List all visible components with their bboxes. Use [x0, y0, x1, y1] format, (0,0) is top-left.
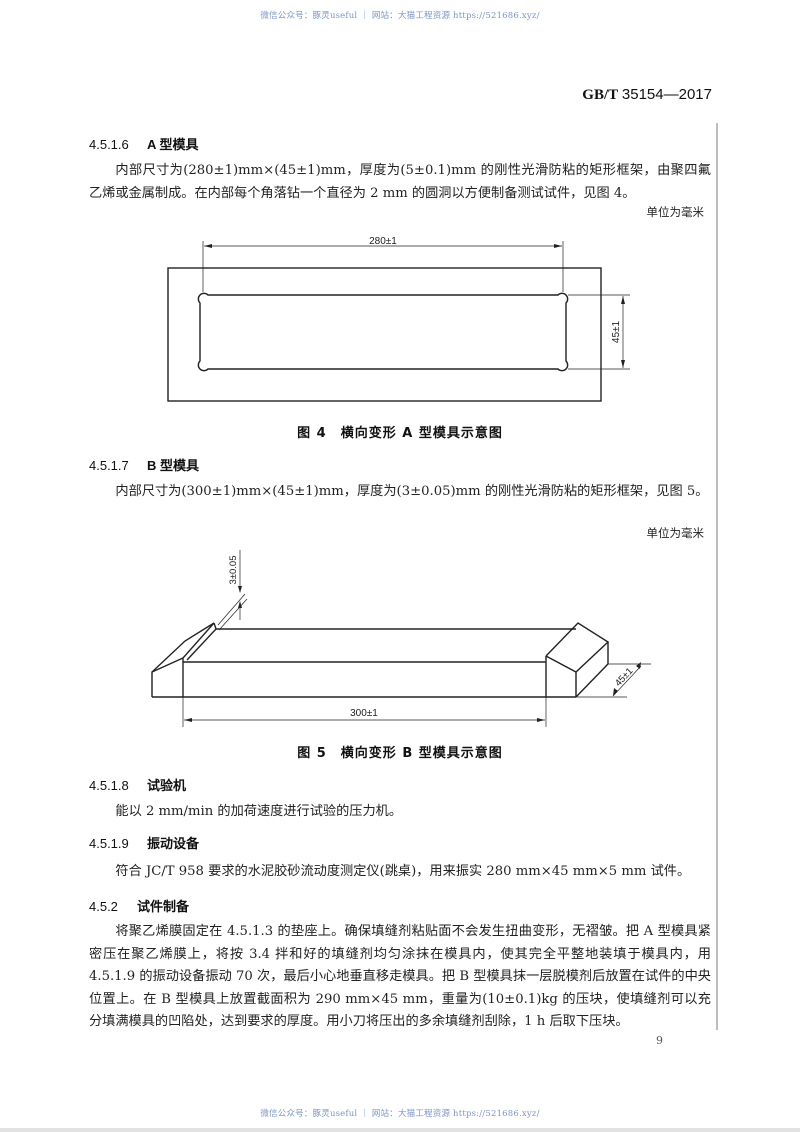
section-number: 4.5.1.8 — [89, 778, 129, 793]
arrow-down — [621, 360, 625, 368]
left-wedge-tip — [213, 622, 217, 630]
section-body-4516: 内部尺寸为(280±1)mm×(45±1)mm，厚度为(5±0.1)mm 的刚性… — [89, 163, 711, 201]
section-body-452: 将聚乙烯膜固定在 4.5.1.3 的垫座上。确保填缝剂粘贴面不会发生扭曲变形，无… — [89, 924, 711, 1029]
mold-outer-frame — [167, 267, 602, 402]
left-wedge-inner — [186, 628, 217, 661]
section-title: 试件制备 — [137, 899, 190, 914]
mold-inner-cavity — [197, 292, 569, 372]
page-bottom-edge — [0, 1128, 800, 1132]
unit-note-fig5: 单位为毫米 — [646, 526, 705, 540]
arrow-45-upper — [636, 662, 641, 669]
section-number: 4.5.1.9 — [89, 836, 129, 851]
arrow-300-left — [184, 718, 192, 722]
watermark-top: 微信公众号：豚灵useful ｜ 网站：大猫工程资源 https://52168… — [260, 11, 540, 21]
dim-thickness-ext-1 — [217, 593, 246, 626]
standard-prefix: GB/T — [582, 87, 619, 103]
left-wedge-edge — [151, 657, 184, 673]
standard-number: 35154—2017 — [621, 86, 712, 103]
right-block-top — [545, 622, 610, 673]
section-heading-452: 4.5.2 试件制备 — [89, 896, 189, 915]
dim-label-width: 45±1 — [613, 666, 635, 689]
arrow-45-lower — [613, 688, 618, 696]
right-block-bottom-edge — [575, 663, 609, 698]
left-wedge — [151, 622, 215, 697]
dim-thickness-ext-3 — [218, 598, 248, 631]
section-heading-4519: 4.5.1.9 振动设备 — [89, 833, 199, 852]
arrow-right — [554, 244, 562, 248]
section-heading-4518: 4.5.1.8 试验机 — [89, 775, 186, 794]
section-title: 试验机 — [147, 778, 187, 793]
section-title: B 型模具 — [147, 458, 200, 473]
unit-note-fig4: 单位为毫米 — [646, 205, 705, 219]
arrow-thickness-down — [238, 586, 242, 593]
dim-label-width: 45±1 — [611, 320, 622, 343]
section-body-4517: 内部尺寸为(300±1)mm×(45±1)mm，厚度为(3±0.05)mm 的刚… — [115, 484, 709, 499]
section-heading-4516: 4.5.1.6 A 型模具 — [89, 134, 199, 153]
section-number: 4.5.2 — [89, 899, 118, 914]
dim-label-length: 300±1 — [350, 708, 378, 719]
section-title: A 型模具 — [147, 137, 199, 152]
arrow-thickness-up — [238, 601, 242, 608]
section-heading-4517: 4.5.1.7 B 型模具 — [89, 455, 199, 474]
section-number: 4.5.1.7 — [89, 458, 129, 473]
section-title: 振动设备 — [147, 836, 200, 851]
figure-4-diagram: 280±1 45±1 — [167, 236, 630, 402]
page-margin-rule — [716, 123, 718, 1030]
dim-label-length: 280±1 — [369, 236, 397, 247]
standard-code: GB/T 35154—2017 — [582, 86, 712, 104]
figure-4-caption: 图 4 横向变形 A 型模具示意图 — [297, 426, 503, 441]
arrow-300-right — [537, 718, 545, 722]
dim-label-thickness: 3±0.05 — [228, 556, 239, 585]
arrow-up — [621, 296, 625, 304]
section-body-4519: 符合 JC/T 958 要求的水泥胶砂流动度测定仪(跳桌)，用来振实 280 m… — [115, 864, 691, 879]
watermark-bottom: 微信公众号：豚灵useful ｜ 网站：大猫工程资源 https://52168… — [260, 1109, 540, 1119]
page-number: 9 — [656, 1034, 663, 1047]
section-body-4518: 能以 2 mm/min 的加荷速度进行试验的压力机。 — [115, 804, 403, 819]
figure-5-caption: 图 5 横向变形 B 型模具示意图 — [297, 746, 503, 761]
arrow-left — [204, 244, 212, 248]
section-number: 4.5.1.6 — [89, 137, 129, 152]
figure-5-diagram: 3±0.05 300±1 45±1 — [151, 550, 651, 727]
